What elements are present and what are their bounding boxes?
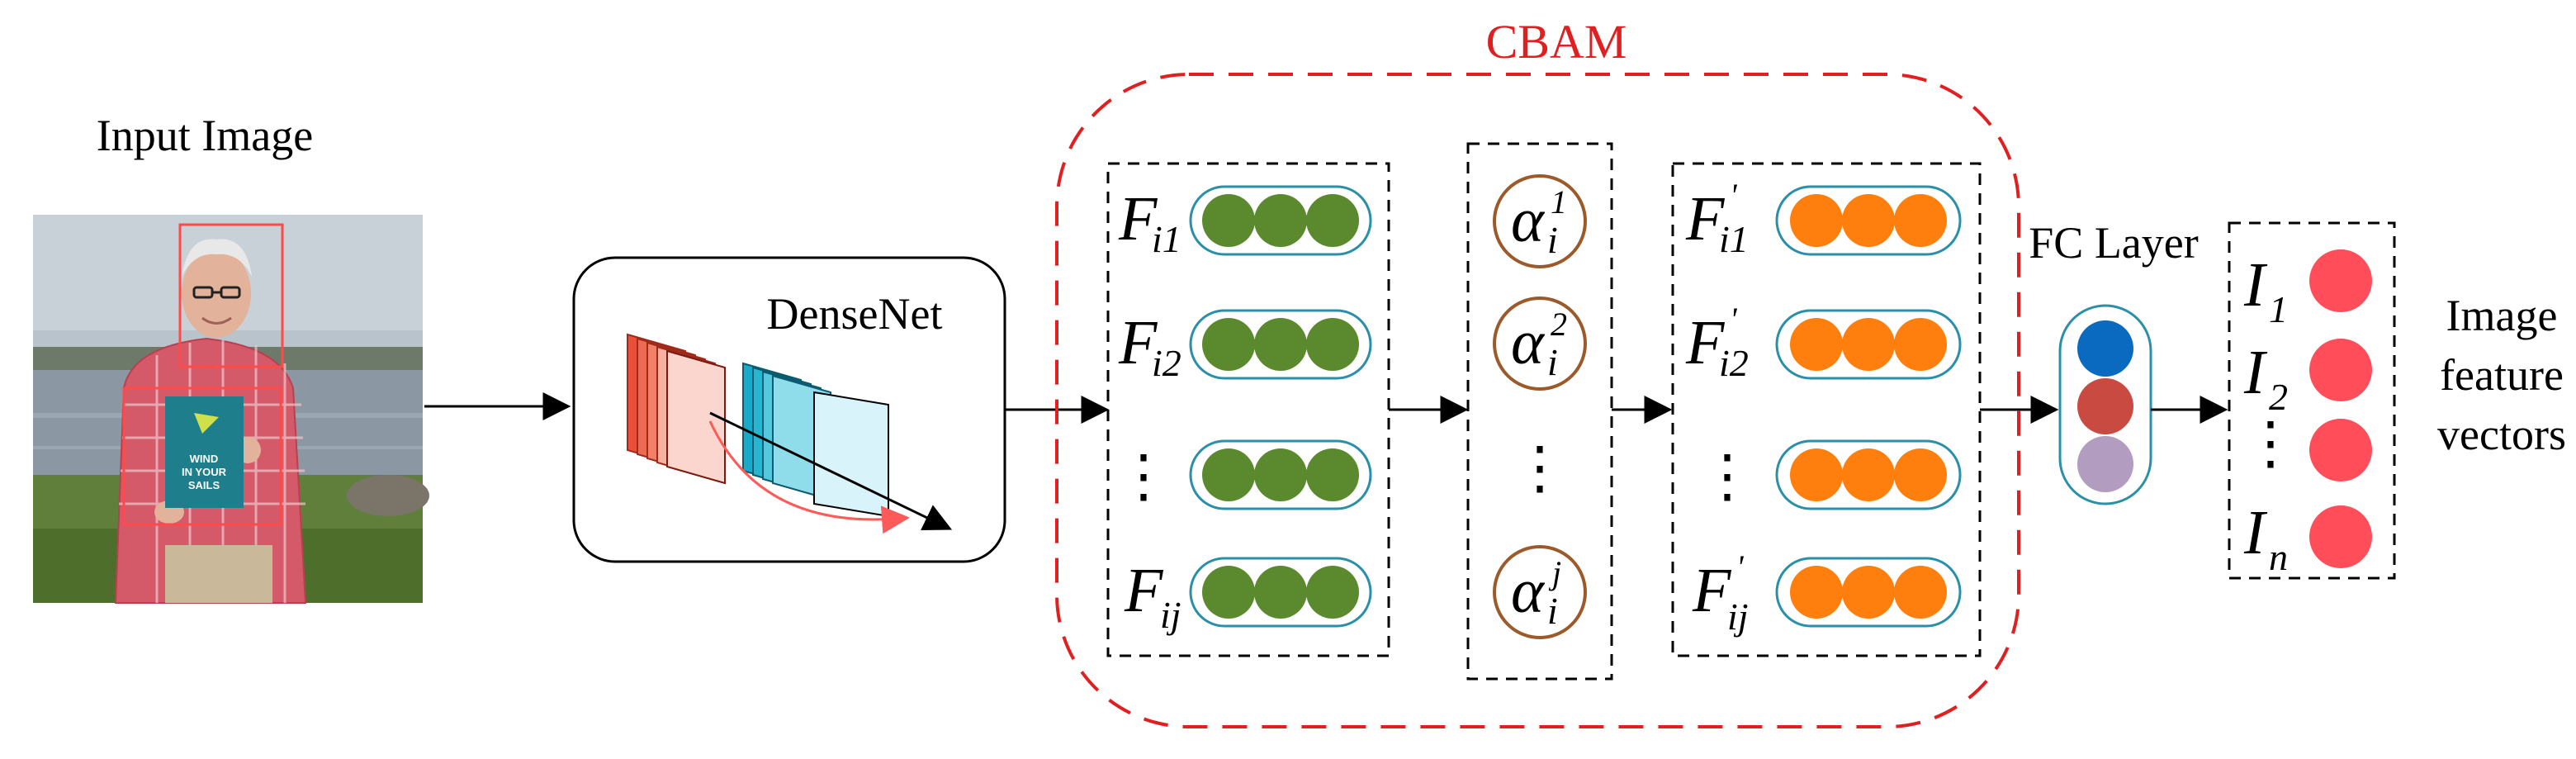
red-feature-maps [627, 333, 726, 485]
attention-weight-1: α 1 i [1493, 174, 1587, 268]
feature-input-sub-2: i2 [1152, 342, 1181, 384]
attention-ellipsis: ⋮ [1511, 437, 1569, 500]
svg-text:I: I [2243, 498, 2268, 567]
cyan-feature-maps [742, 362, 889, 518]
feature-output-row-ellipsis: ⋮ [1698, 439, 1962, 510]
output-row-1: I 1 [2243, 249, 2372, 330]
feature-output-row-j: F ' ij [1692, 548, 1962, 638]
output-ellipsis: ⋮ [2242, 412, 2299, 476]
output-label-line-2: feature [2440, 350, 2564, 400]
attention-sup-j: j [1548, 554, 1561, 591]
feature-input-sub-j: ij [1160, 594, 1181, 636]
book-text-3: SAILS [188, 479, 220, 491]
face-detection-box [178, 223, 284, 368]
svg-text:α: α [1511, 186, 1546, 255]
attention-weight-2: α 2 i [1493, 296, 1587, 391]
feature-output-ellipsis: ⋮ [1698, 445, 1756, 509]
output-label-line-3: vectors [2437, 410, 2566, 459]
svg-text:F: F [1692, 556, 1732, 625]
feature-input-row-1: F i1 [1118, 184, 1372, 260]
svg-text:I: I [2243, 338, 2268, 407]
attention-sub-1: i [1547, 219, 1558, 261]
feature-output-box [1671, 162, 1982, 657]
attention-sub-2: i [1547, 341, 1558, 383]
output-sub-n: n [2269, 536, 2288, 578]
output-sub-1: 1 [2269, 288, 2288, 330]
feature-input-row-j: F ij [1124, 556, 1372, 636]
feature-output-prime-2: ' [1730, 301, 1738, 338]
densenet-red-arrow [708, 420, 910, 534]
attention-box [1466, 142, 1613, 681]
feature-input-row-2: F i2 [1118, 308, 1372, 384]
attention-sup-1: 1 [1551, 183, 1567, 221]
cbam-container [1055, 73, 2020, 728]
cbam-title: CBAM [1486, 15, 1627, 69]
output-box [2228, 221, 2396, 580]
output-row-2: I 2 [2243, 338, 2372, 418]
output-row-n: I n [2243, 498, 2372, 578]
output-label: Image feature vectors [2437, 291, 2566, 459]
svg-text:F: F [1118, 184, 1158, 254]
feature-output-sub-2: i2 [1719, 342, 1749, 384]
svg-text:α: α [1511, 308, 1546, 377]
book-detection-box [122, 387, 282, 526]
attention-weight-j: α j i [1493, 545, 1587, 639]
feature-input-row-ellipsis: ⋮ [1115, 439, 1372, 510]
feature-input-sub-1: i1 [1152, 218, 1181, 260]
svg-text:α: α [1511, 557, 1546, 626]
densenet-label: DenseNet [767, 289, 943, 339]
input-image-label: Input Image [97, 111, 313, 160]
feature-input-ellipsis: ⋮ [1115, 445, 1172, 509]
output-sub-2: 2 [2269, 376, 2288, 418]
attention-sub-j: i [1547, 590, 1558, 632]
svg-text:F: F [1685, 184, 1726, 254]
feature-output-sub-1: i1 [1719, 218, 1749, 260]
svg-text:I: I [2243, 250, 2268, 320]
input-photo: WIND IN YOUR SAILS [33, 215, 429, 604]
book-text-2: IN YOUR [182, 466, 227, 478]
output-node-3 [2309, 419, 2372, 481]
fc-layer-label: FC Layer [2029, 218, 2198, 268]
feature-output-row-2: F ' i2 [1685, 301, 1962, 384]
feature-output-prime-1: ' [1730, 177, 1738, 214]
feature-output-sub-j: ij [1727, 595, 1749, 638]
output-label-line-1: Image [2446, 291, 2558, 340]
svg-text:F: F [1124, 556, 1164, 625]
fc-node-1 [2077, 320, 2133, 377]
fc-node-3 [2077, 436, 2133, 492]
feature-output-row-1: F ' i1 [1685, 177, 1962, 260]
fc-node-2 [2077, 378, 2133, 434]
feature-output-prime-j: ' [1736, 548, 1745, 586]
svg-text:F: F [1685, 308, 1726, 377]
book-text: WIND [190, 453, 219, 465]
svg-text:F: F [1118, 308, 1158, 377]
attention-sup-2: 2 [1551, 306, 1567, 343]
